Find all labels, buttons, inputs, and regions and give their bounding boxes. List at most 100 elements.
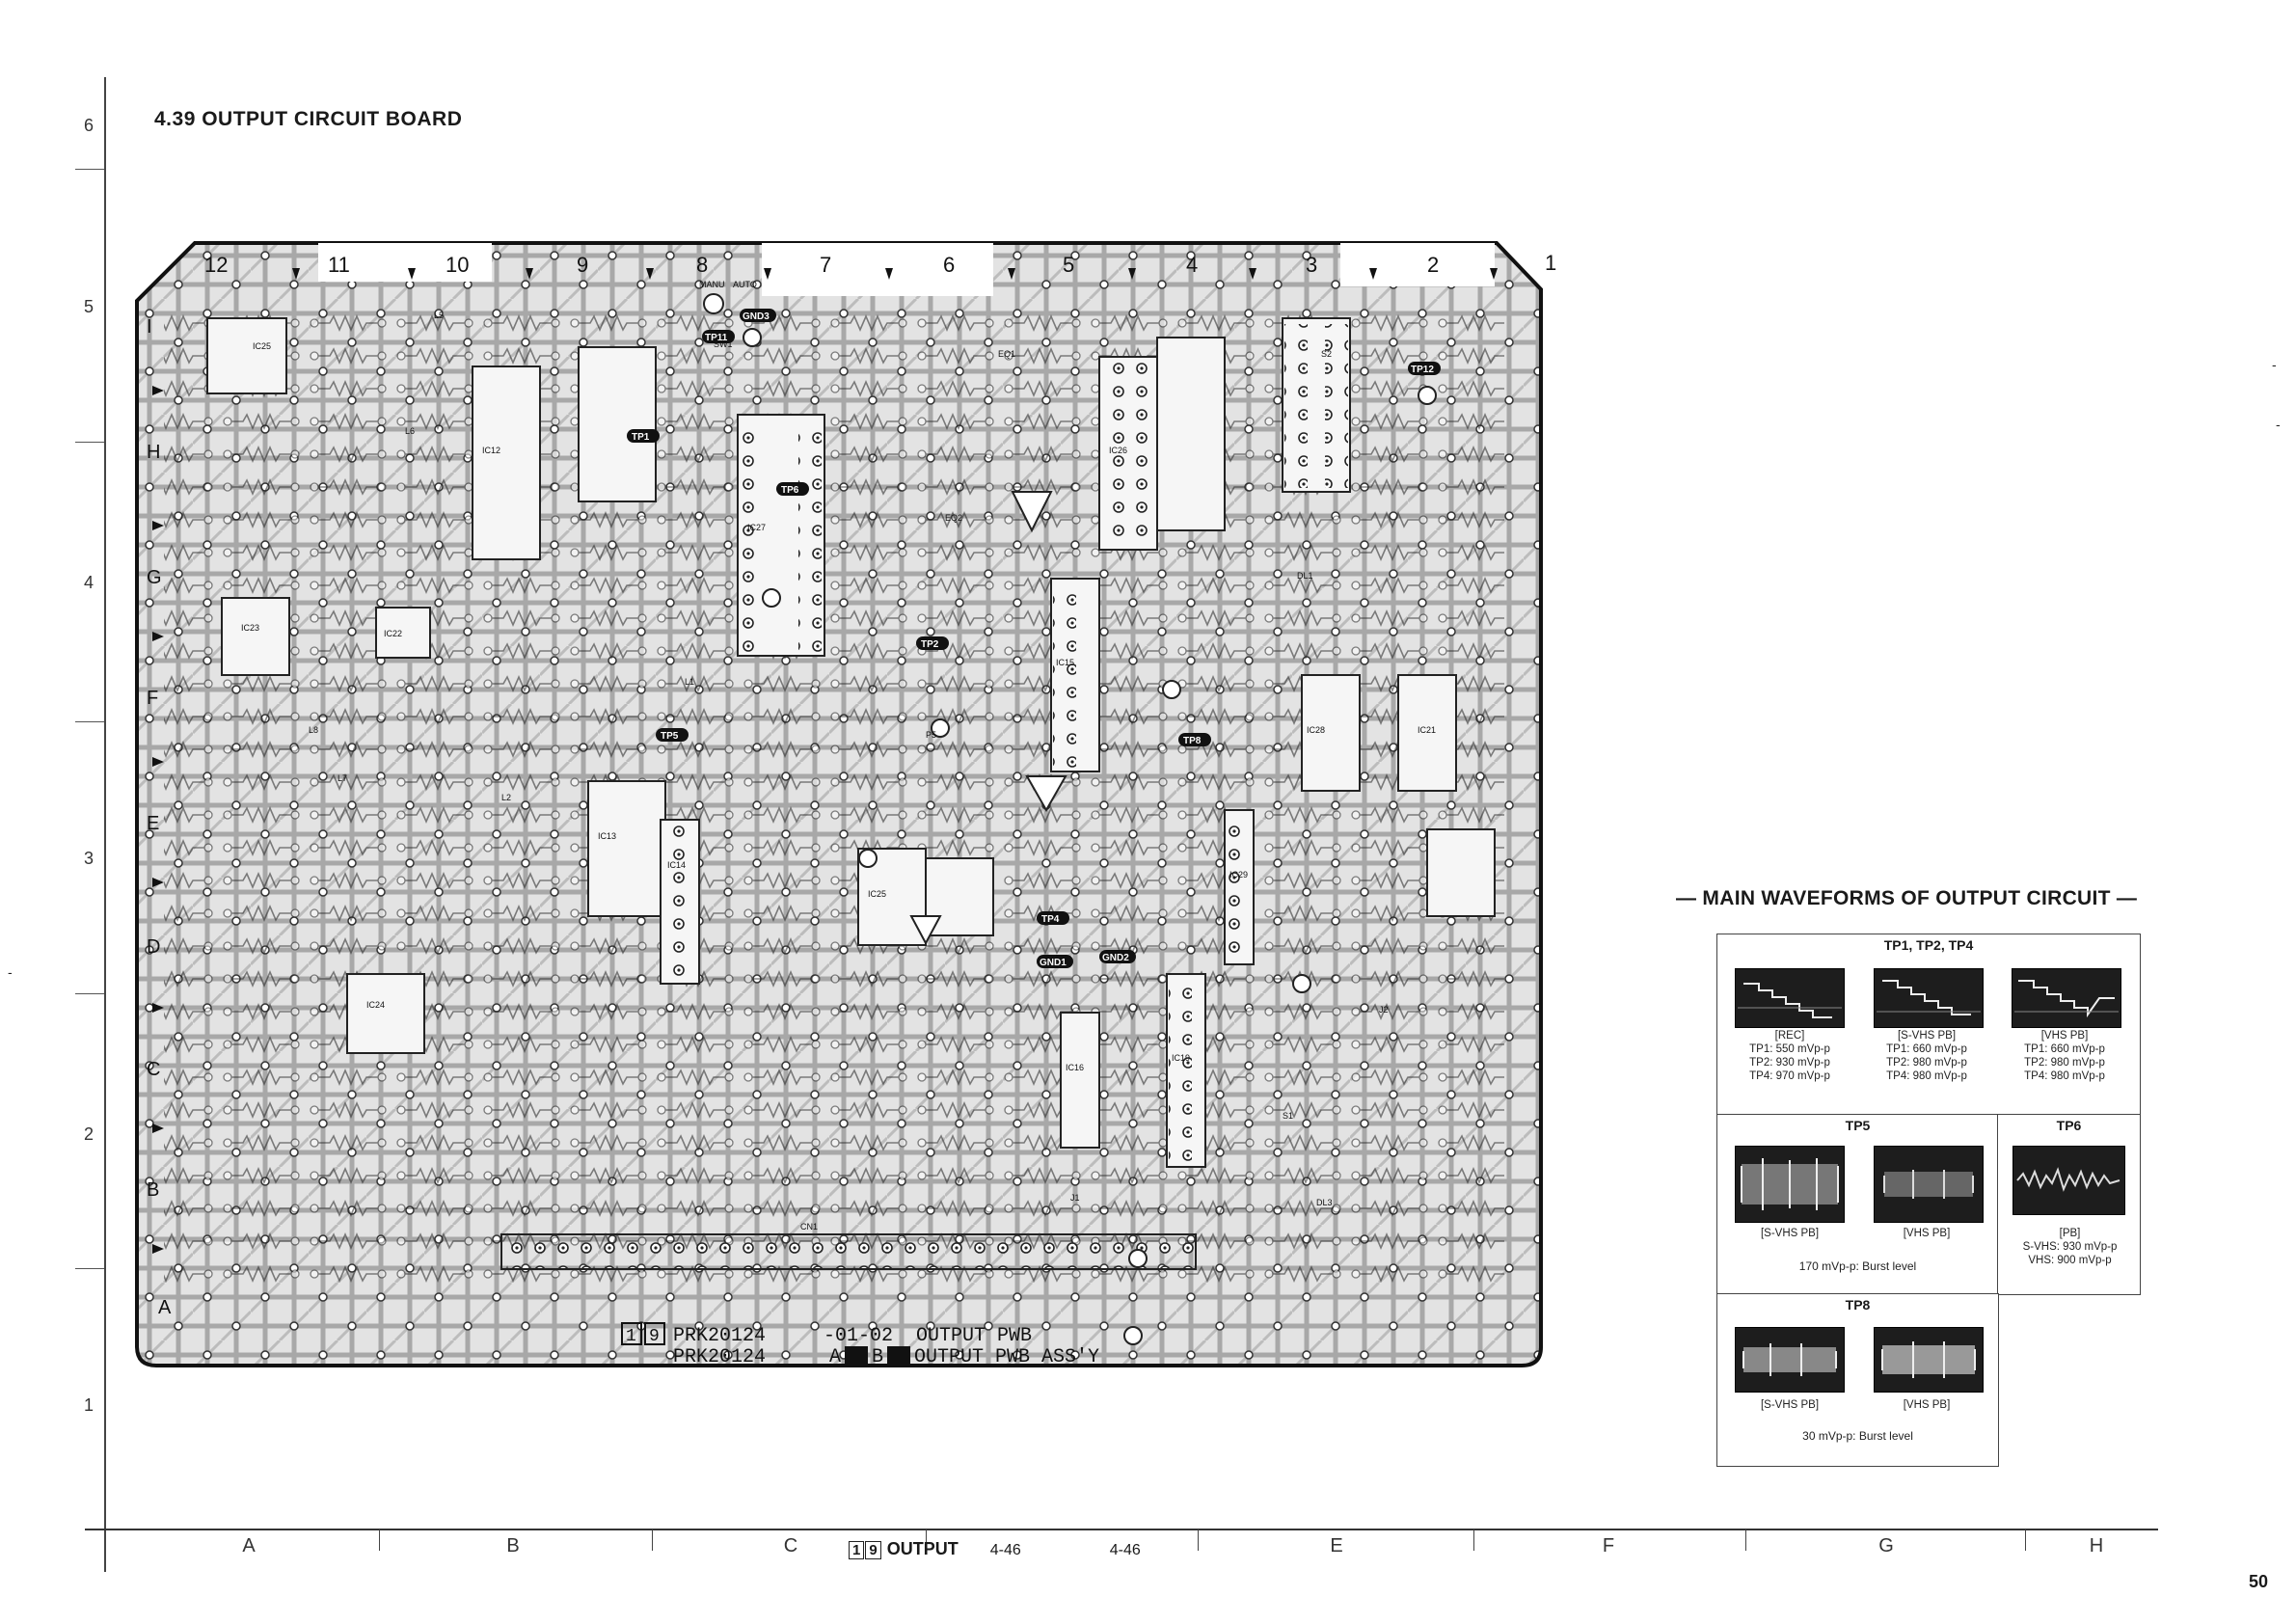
svg-text:TP5: TP5 [661,731,679,742]
svg-text:GND1: GND1 [1040,958,1067,968]
row-number-4: 4 [83,573,94,592]
waveform-tp8-vhs-trace [1874,1327,1984,1393]
page-frame-left-rule [104,77,106,1572]
waveform-svhs-caption: [S-VHS PB] TP1: 660 mVp-p TP2: 980 mVp-p… [1886,1030,1967,1082]
svg-text:S1: S1 [1283,1111,1293,1121]
svg-text:IC23: IC23 [241,623,259,633]
waveform-tp5-vhs-trace [1874,1146,1984,1223]
row-number-6: 6 [83,116,94,135]
svg-text:TP6: TP6 [781,485,799,496]
svg-text:9: 9 [649,1327,660,1346]
waveform-svhs-trace [1874,968,1984,1028]
board-col-9: 9 [577,253,588,277]
page-frame-bottom-rule [85,1529,2158,1530]
waveform-vhs-caption: [VHS PB] TP1: 660 mVp-p TP2: 980 mVp-p T… [2024,1030,2105,1082]
svg-text:IC13: IC13 [598,831,616,841]
column-tick [379,1529,380,1551]
board-col-5: 5 [1063,253,1074,277]
svg-text:J1: J1 [1070,1193,1080,1203]
svg-text:OUTPUT PWB ASS'Y: OUTPUT PWB ASS'Y [914,1346,1099,1368]
svg-text:TP2: TP2 [921,639,939,650]
board-col-1: 1 [1545,251,1556,275]
column-letter-a: A [242,1535,256,1556]
column-letter-h: H [2089,1535,2104,1556]
page-number: 50 [2249,1572,2269,1591]
svg-text:EQ2: EQ2 [945,513,962,523]
waveform-tp6-heading: TP6 [2056,1118,2082,1133]
column-tick [926,1529,927,1551]
svg-text:TP1: TP1 [632,432,650,443]
waveform-tp6-trace [2012,1146,2125,1215]
board-column-numbers: 12 11 10 9 8 7 6 5 4 3 2 1 [204,251,1556,277]
row-tick [75,442,104,443]
waveform-tp5-heading: TP5 [1845,1118,1871,1133]
board-col-10: 10 [446,253,469,277]
waveform-tp6-caption: [PB] S-VHS: 930 mVp-p VHS: 900 mVp-p [2022,1228,2118,1266]
svg-text:IC25: IC25 [868,889,886,899]
board-row-g: G [147,567,162,588]
test-point-badges: TP1 TP2 TP4 TP5 TP6 TP8 TP11 TP12 GND1 G… [627,309,1441,968]
board-notch [1340,243,1495,286]
svg-text:L7: L7 [338,773,347,783]
svg-text:B: B [872,1346,883,1368]
waveform-tp5-note: 170 mVp-p: Burst level [1798,1259,1917,1273]
column-tick [1745,1529,1746,1551]
svg-text:PRK20124 -01-02 OUTPUT PW: PRK20124 -01-02 OUTPUT PWB [673,1325,1032,1347]
waveform-tp5-svhs-label: [S-VHS PB] [1760,1228,1820,1239]
waveform-tp8-svhs-trace [1735,1327,1845,1393]
board-column-pointers [292,268,1498,280]
row-tick [75,993,104,994]
page-title: 4.39 OUTPUT CIRCUIT BOARD [154,108,463,130]
waveform-rec-caption: [REC] TP1: 550 mVp-p TP2: 930 mVp-p TP4:… [1749,1030,1830,1082]
row-number-5: 5 [83,297,94,316]
test-point-markers [703,293,1437,1345]
waveform-tp8: TP8 [S-VHS PB] [VHS PB] 30 mVp-p: Burst … [1716,1293,1999,1467]
footer-ref-1: 4-46 [989,1542,1021,1558]
svg-text:IC26: IC26 [1109,446,1127,455]
waveform-tp5-vhs-label: [VHS PB] [1903,1228,1951,1239]
board-notch [318,243,492,282]
svg-text:L8: L8 [309,725,318,735]
svg-text:L1: L1 [685,677,694,687]
svg-text:IC25: IC25 [253,341,271,351]
svg-text:TP4: TP4 [1041,914,1060,925]
svg-text:1: 1 [626,1327,636,1346]
board-col-4: 4 [1186,253,1198,277]
waveforms-title: — MAIN WAVEFORMS OF OUTPUT CIRCUIT — [1676,887,2138,909]
waveform-tp8-svhs-label: [S-VHS PB] [1760,1399,1820,1411]
svg-text:GND3: GND3 [743,311,770,322]
board-row-e: E [147,813,159,834]
output-circuit-board: 12 11 10 9 8 7 6 5 4 3 2 1 I H G F E D C… [135,241,1556,1368]
column-letter-f: F [1602,1535,1615,1556]
waveform-tp8-heading: TP8 [1845,1297,1871,1313]
board-row-h: H [147,442,160,463]
svg-text:IC22: IC22 [384,629,402,638]
board-col-3: 3 [1306,253,1317,277]
svg-text:IC14: IC14 [667,860,686,870]
svg-text:IC28: IC28 [1307,725,1325,735]
footer-box-2: 9 [865,1541,881,1559]
board-col-11: 11 [328,253,350,277]
resistor-array [164,299,1504,1283]
svg-text:A: A [829,1346,841,1368]
svg-text:MANU: MANU [699,280,725,289]
svg-text:J2: J2 [1379,1005,1389,1015]
svg-text:IC19: IC19 [1172,1053,1190,1063]
waveform-tp8-vhs-label: [VHS PB] [1903,1399,1951,1411]
svg-text:IC29: IC29 [1229,870,1248,880]
board-row-pointers [152,386,164,1254]
edge-mark: - [2276,417,2281,432]
board-row-f: F [147,688,158,709]
row-number-1: 1 [83,1395,94,1415]
column-letter-b: B [506,1535,520,1556]
footer-box-1: 1 [849,1541,865,1559]
column-tick [2025,1529,2026,1551]
row-tick [75,721,104,722]
waveform-tp8-note: 30 mVp-p: Burst level [1802,1429,1913,1443]
svg-text:TP12: TP12 [1411,365,1434,375]
svg-text:L6: L6 [405,426,415,436]
row-number-3: 3 [83,849,94,868]
board-col-12: 12 [204,253,228,277]
waveform-tp6: TP6 [PB] S-VHS: 930 mVp-p VHS: 900 mVp-p [1997,1114,2141,1295]
edge-mark: - [2272,357,2277,372]
